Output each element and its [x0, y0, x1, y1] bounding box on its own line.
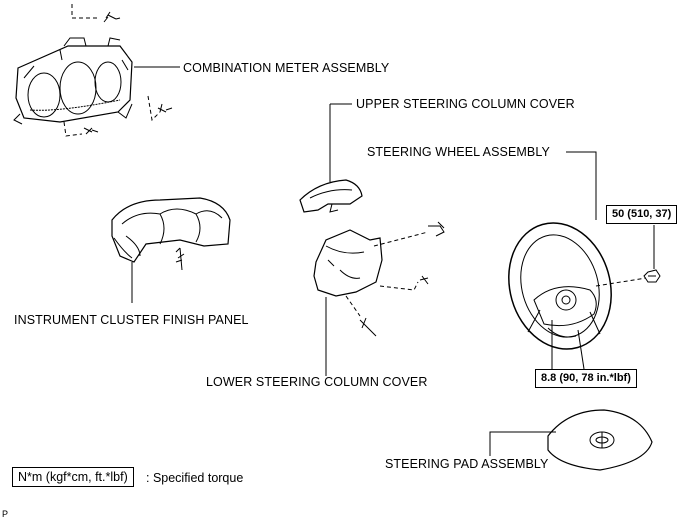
steering-wheel-drawing	[508, 222, 612, 350]
finish-panel-drawing	[111, 197, 231, 263]
steering-pad-label: STEERING PAD ASSEMBLY	[385, 457, 549, 471]
torque-legend-description: : Specified torque	[146, 471, 244, 485]
steering-pad-drawing	[547, 409, 653, 471]
combination-meter-label: COMBINATION METER ASSEMBLY	[183, 61, 390, 75]
screw-torque-spec: 8.8 (90, 78 in.*lbf)	[535, 369, 637, 388]
lower-column-cover-drawing	[313, 229, 383, 297]
upper-column-cover-label: UPPER STEERING COLUMN COVER	[356, 97, 575, 111]
combination-meter-drawing	[13, 37, 133, 125]
nut-torque-spec: 50 (510, 37)	[606, 205, 678, 224]
lower-column-cover-label: LOWER STEERING COLUMN COVER	[206, 375, 428, 389]
finish-panel-label: INSTRUMENT CLUSTER FINISH PANEL	[14, 313, 249, 327]
corner-mark: P	[2, 509, 9, 519]
nut-drawing	[643, 269, 661, 283]
upper-column-cover-drawing	[299, 179, 363, 213]
steering-wheel-label: STEERING WHEEL ASSEMBLY	[367, 145, 550, 159]
screw-drawing	[103, 11, 121, 23]
torque-unit-legend-box: N*m (kgf*cm, ft.*lbf)	[12, 467, 134, 487]
